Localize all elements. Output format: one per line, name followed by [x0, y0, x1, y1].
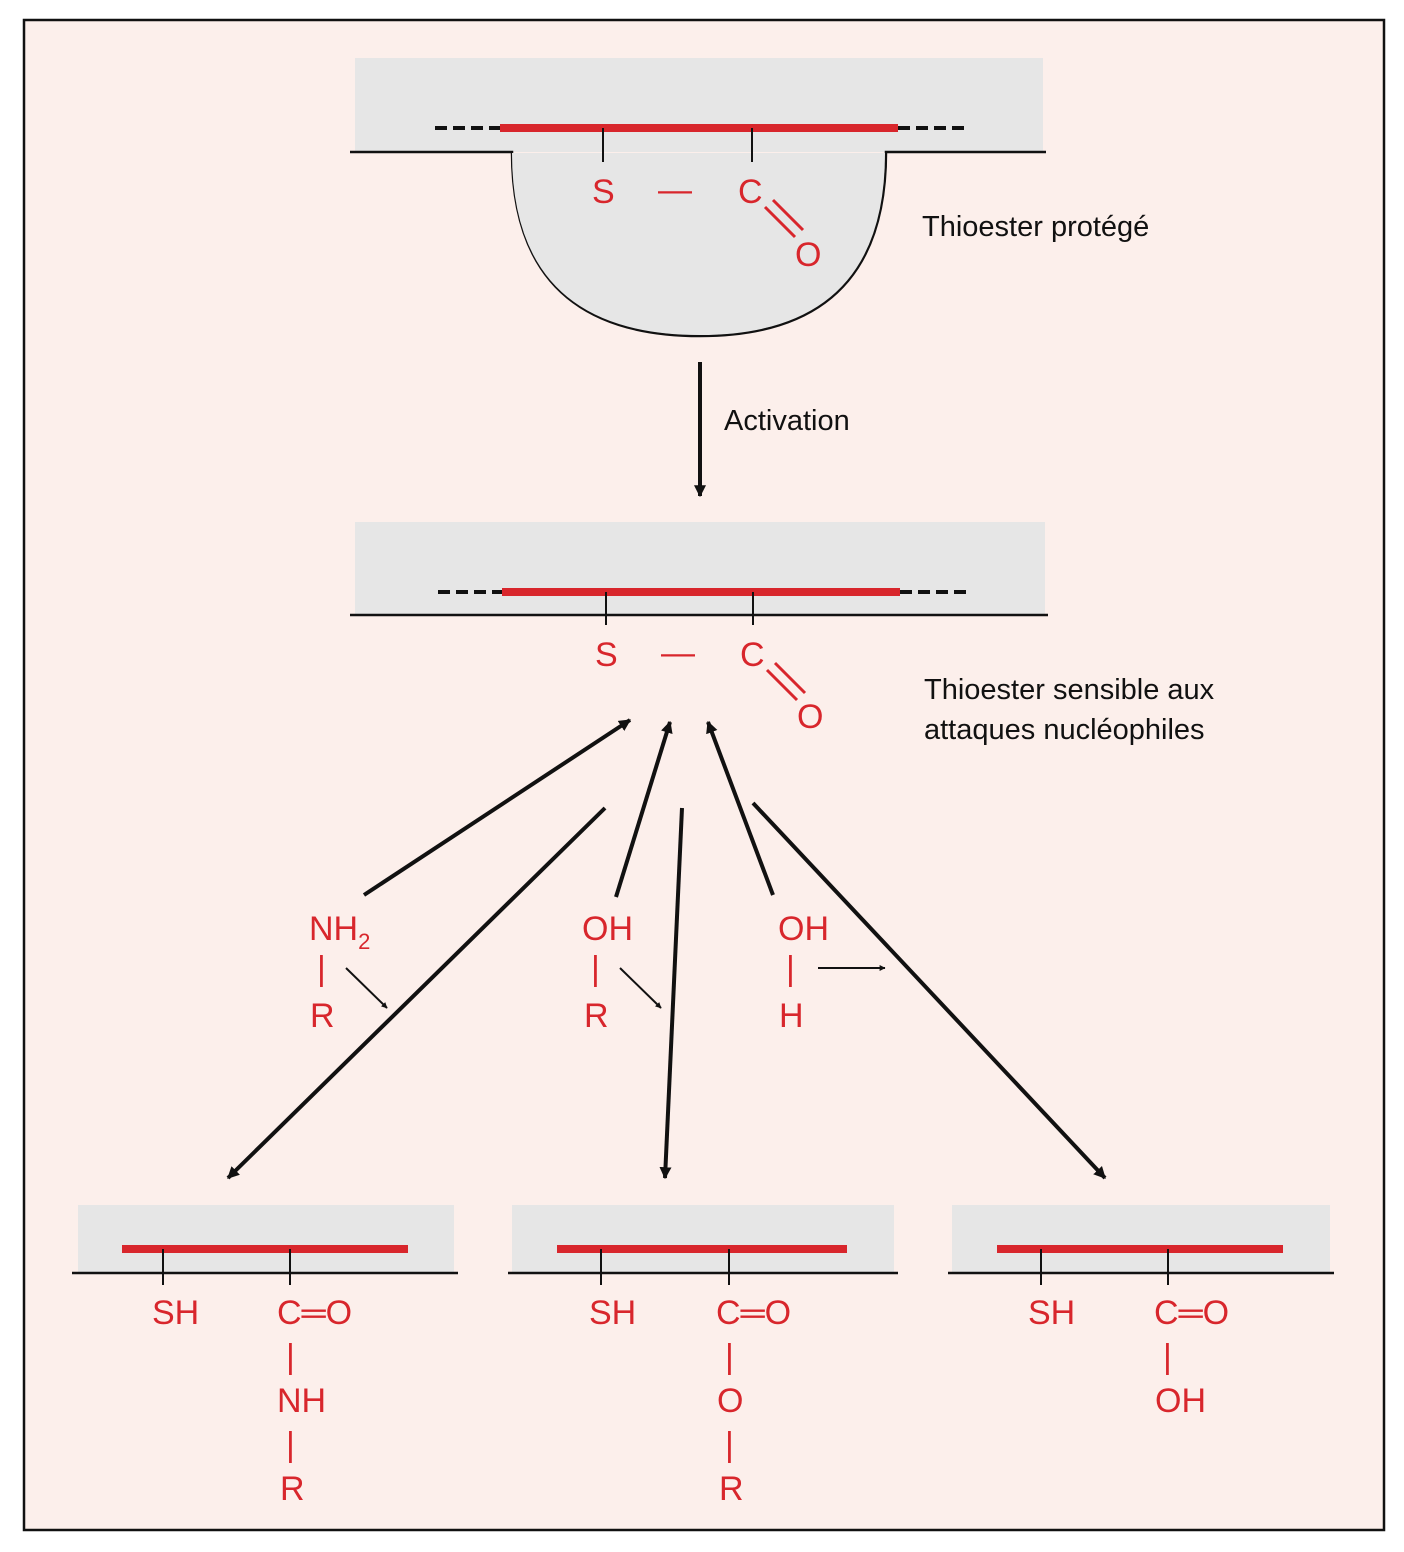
ester-r: R: [719, 1470, 744, 1508]
membrane-band-top: [355, 58, 1043, 152]
water-h: H: [779, 997, 804, 1035]
membrane-band-mid: [355, 522, 1045, 615]
bond-mid: —: [661, 634, 695, 672]
label-activation: Activation: [724, 405, 850, 437]
alcohol-oh: OH: [582, 910, 633, 948]
membrane-band-amide: [78, 1205, 454, 1273]
activated-thioester: S — C O: [350, 522, 1048, 736]
ester-bond-1: |: [725, 1338, 734, 1376]
product-amide: SH C═O | NH | R: [72, 1205, 458, 1508]
acid-bond-1: |: [1163, 1338, 1172, 1376]
amide-sh: SH: [152, 1294, 199, 1332]
amine-nh2: NH2: [309, 910, 370, 954]
nucleophile-water: OH | H: [778, 910, 886, 1035]
ester-bond-2: |: [725, 1426, 734, 1464]
product-ester: SH C═O | O | R: [508, 1205, 898, 1508]
product-arrow-amide: [226, 806, 607, 1180]
label-sensitive-line1: Thioester sensible aux: [924, 674, 1215, 706]
acid-co: C═O: [1154, 1294, 1229, 1332]
acid-oh: OH: [1155, 1382, 1206, 1420]
water-bond: |: [786, 950, 795, 988]
double-bond-mid-1: [765, 668, 799, 702]
amine-bond: |: [317, 950, 326, 988]
double-bond-top-1: [763, 205, 797, 239]
acid-sh: SH: [1028, 1294, 1075, 1332]
amide-nh: NH: [277, 1382, 326, 1420]
product-acid: SH C═O | OH: [948, 1205, 1334, 1420]
amide-r: R: [280, 1470, 305, 1508]
amide-bond-1: |: [286, 1338, 295, 1376]
nucleophile-alcohol: OH | R: [582, 910, 662, 1035]
membrane-band-acid: [952, 1205, 1330, 1273]
amide-bond-2: |: [286, 1426, 295, 1464]
amine-r: R: [310, 997, 335, 1035]
product-arrow-ester: [659, 807, 684, 1180]
carbon-top: C: [738, 173, 763, 211]
amide-co: C═O: [277, 1294, 352, 1332]
double-bond-top-2: [771, 198, 805, 232]
attack-arrow-alcohol: [614, 720, 673, 898]
ester-co: C═O: [716, 1294, 791, 1332]
label-protected: Thioester protégé: [922, 211, 1149, 243]
double-bond-mid-2: [773, 661, 807, 695]
membrane-band-ester: [512, 1205, 894, 1273]
ester-o: O: [717, 1382, 743, 1420]
nucleophile-amine: NH2 | R: [309, 910, 388, 1035]
sulfur-mid: S: [595, 636, 618, 674]
attack-arrow-water: [706, 720, 775, 896]
alcohol-r: R: [584, 997, 609, 1035]
water-oh: OH: [778, 910, 829, 948]
ester-sh: SH: [589, 1294, 636, 1332]
attack-arrow-amine: [362, 718, 632, 897]
sulfur-top: S: [592, 173, 615, 211]
oxygen-mid: O: [797, 698, 823, 736]
alcohol-release-arrow: [619, 967, 662, 1009]
product-arrow-acid: [751, 801, 1107, 1180]
carbon-mid: C: [740, 636, 765, 674]
amine-release-arrow: [345, 967, 388, 1009]
bond-top: —: [658, 171, 692, 209]
alcohol-bond: |: [591, 950, 600, 988]
oxygen-top: O: [795, 236, 821, 274]
label-sensitive-line2: attaques nucléophiles: [924, 714, 1205, 746]
protected-thioester: S — C O: [350, 58, 1046, 338]
